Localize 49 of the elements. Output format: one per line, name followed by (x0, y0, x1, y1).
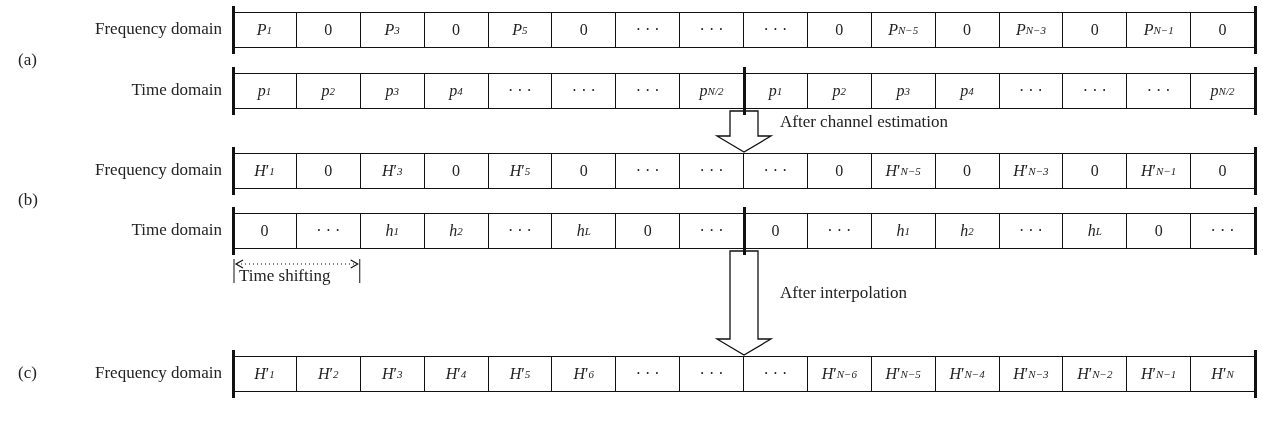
table-cell: · · · (488, 214, 553, 248)
table-cell: 0 (935, 13, 1000, 47)
table-cell: · · · (488, 74, 553, 108)
panel-label: (b) (18, 190, 38, 210)
edge-label: After interpolation (780, 283, 907, 303)
table-cell: · · · (680, 13, 744, 47)
table-cell: · · · (1127, 74, 1192, 108)
cell-row (233, 153, 1255, 189)
table-cell: · · · (616, 74, 681, 108)
row-heading: Frequency domain (95, 363, 222, 383)
panel-label: (c) (18, 363, 37, 383)
table-cell: 0 (1063, 154, 1128, 188)
table-cell: · · · (999, 74, 1064, 108)
panel-label: (a) (18, 50, 37, 70)
table-cell: · · · (616, 154, 681, 188)
table-cell: · · · (616, 13, 681, 47)
row-heading: Time domain (131, 80, 222, 100)
table-cell: · · · (296, 214, 361, 248)
table-cell: · · · (744, 13, 808, 47)
table-cell: · · · (680, 154, 744, 188)
row-heading: Time domain (131, 220, 222, 240)
row-heading: Frequency domain (95, 160, 222, 180)
table-cell: · · · (807, 214, 872, 248)
table-cell: 0 (1063, 13, 1128, 47)
table-cell: · · · (616, 357, 681, 391)
block-arrow (714, 110, 774, 153)
table-cell: 0 (424, 13, 489, 47)
block-arrow (714, 250, 774, 356)
table-cell: 0 (296, 154, 361, 188)
table-cell: · · · (744, 154, 808, 188)
row-heading: Frequency domain (95, 19, 222, 39)
table-cell: 0 (807, 154, 872, 188)
table-cell: · · · (744, 357, 808, 391)
table-cell: · · · (680, 357, 744, 391)
table-cell: · · · (999, 214, 1064, 248)
dimension-label: Time shifting (239, 266, 331, 286)
table-cell: 0 (552, 13, 617, 47)
table-cell: · · · (552, 74, 617, 108)
table-cell: 0 (935, 154, 1000, 188)
edge-label: After channel estimation (780, 111, 949, 132)
table-cell: 0 (424, 154, 489, 188)
table-cell: 0 (552, 154, 617, 188)
table-cell: 0 (296, 13, 361, 47)
table-cell: 0 (616, 214, 681, 248)
table-cell: 0 (807, 13, 872, 47)
table-cell: · · · (1063, 74, 1128, 108)
cell-row (233, 12, 1255, 48)
cell-row (233, 356, 1255, 392)
table-cell: 0 (1127, 214, 1192, 248)
